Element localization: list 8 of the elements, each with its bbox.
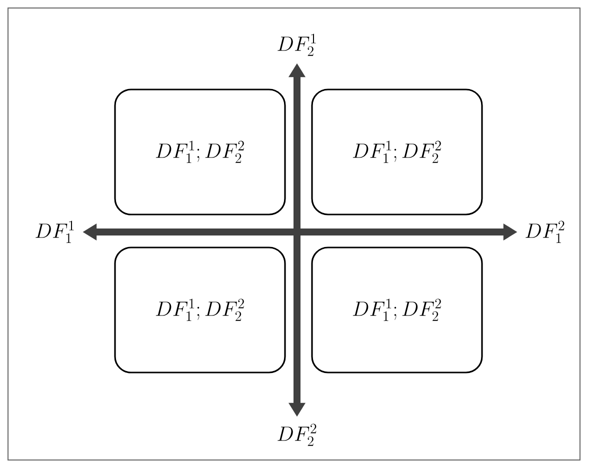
axis-label: $DF_{1}^{1}$ xyxy=(36,220,74,243)
rounded-box: $DF_{1}^{1};DF_{2}^{2}$ xyxy=(114,88,286,216)
axis-label: $DF_{1}^{2}$ xyxy=(526,220,564,243)
rounded-box: $DF_{1}^{1};DF_{2}^{2}$ xyxy=(114,246,286,374)
axis-label: $DF_{2}^{2}$ xyxy=(278,424,316,446)
axis-label: $DF_{2}^{1}$ xyxy=(278,34,316,56)
rounded-box: $DF_{1}^{1};DF_{2}^{2}$ xyxy=(311,246,483,374)
rounded-box: $DF_{1}^{1};DF_{2}^{2}$ xyxy=(311,88,483,216)
